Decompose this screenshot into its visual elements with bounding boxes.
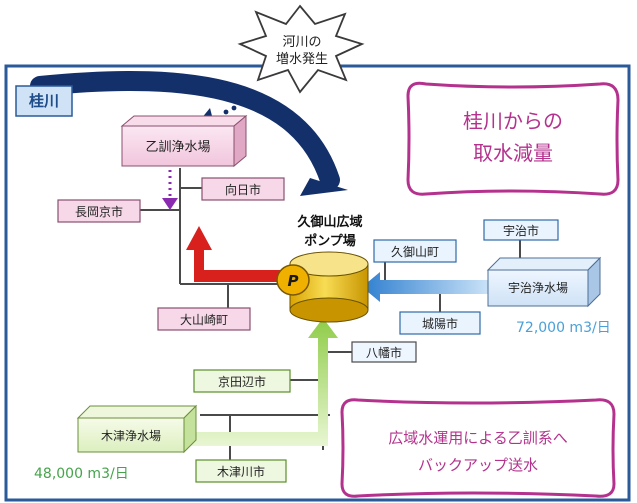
callout-top-line1: 桂川からの xyxy=(463,109,563,133)
oyamazaki-town-label: 大山崎町 xyxy=(180,313,228,327)
backup-dotted-arrowhead xyxy=(162,198,178,210)
blue-supply-arrow xyxy=(362,272,500,302)
callout-backup-supply xyxy=(340,398,616,498)
burst-text-line1: 河川の xyxy=(282,35,321,50)
callout-top-line2: 取水減量 xyxy=(473,141,553,165)
joyo-city-label: 城陽市 xyxy=(422,316,458,331)
kizu-capacity: 48,000 m3/日 xyxy=(34,466,129,482)
kizu-plant-top xyxy=(76,405,198,419)
pump-badge: P xyxy=(288,272,299,290)
uji-capacity: 72,000 m3/日 xyxy=(516,320,611,336)
katsura-river xyxy=(30,70,340,190)
red-arrow-body xyxy=(194,248,290,282)
pump-badge-circle xyxy=(276,264,310,296)
muko-city-box xyxy=(201,177,285,201)
kumiyama-town-label: 久御山町 xyxy=(391,244,439,259)
yawata-city-box xyxy=(351,341,417,363)
otokuni-plant-box xyxy=(121,125,235,167)
intake-dot xyxy=(223,109,229,115)
kizugawa-city-box xyxy=(195,459,287,483)
yawata-city-label: 八幡市 xyxy=(366,345,402,360)
kumiyama-town-box xyxy=(373,239,457,263)
uji-city-box xyxy=(483,219,559,241)
kyotanabe-city-label: 京田辺市 xyxy=(218,374,266,389)
oyamazaki-town-box xyxy=(157,307,251,331)
kizu-plant-label: 木津浄水場 xyxy=(101,429,161,443)
red-arrow-head xyxy=(186,226,212,250)
intake-dot xyxy=(231,105,237,111)
muko-city-label: 向日市 xyxy=(225,182,261,197)
joyo-city-box xyxy=(399,311,481,335)
uji-city-label: 宇治市 xyxy=(503,223,539,238)
uji-plant-top xyxy=(486,257,602,271)
burst-text-line2: 増水発生 xyxy=(276,52,328,67)
kyotanabe-city-box xyxy=(193,369,291,393)
nagaokakyo-city-label: 長岡京市 xyxy=(75,204,123,219)
uji-plant-box xyxy=(487,269,589,307)
pump-title-line1: 久御山広域 xyxy=(297,214,362,230)
kizu-plant-box xyxy=(77,417,185,453)
callout-intake-reduction xyxy=(406,81,620,196)
pump-title-line2: ポンプ場 xyxy=(304,233,356,249)
river-label: 桂川 xyxy=(28,92,59,110)
otokuni-plant-top xyxy=(120,115,248,127)
kizugawa-city-label: 木津川市 xyxy=(217,464,265,479)
otokuni-plant-label: 乙訓浄水場 xyxy=(145,139,210,155)
callout-bottom-line2: バックアップ送水 xyxy=(418,456,538,474)
river-tail xyxy=(300,178,348,196)
uji-plant-label: 宇治浄水場 xyxy=(508,281,568,295)
flood-burst-shape xyxy=(237,4,365,94)
river-label-box xyxy=(15,85,73,117)
callout-bottom-line1: 広域水運用による乙訓系へ xyxy=(388,429,568,447)
nagaokakyo-city-box xyxy=(57,199,141,223)
